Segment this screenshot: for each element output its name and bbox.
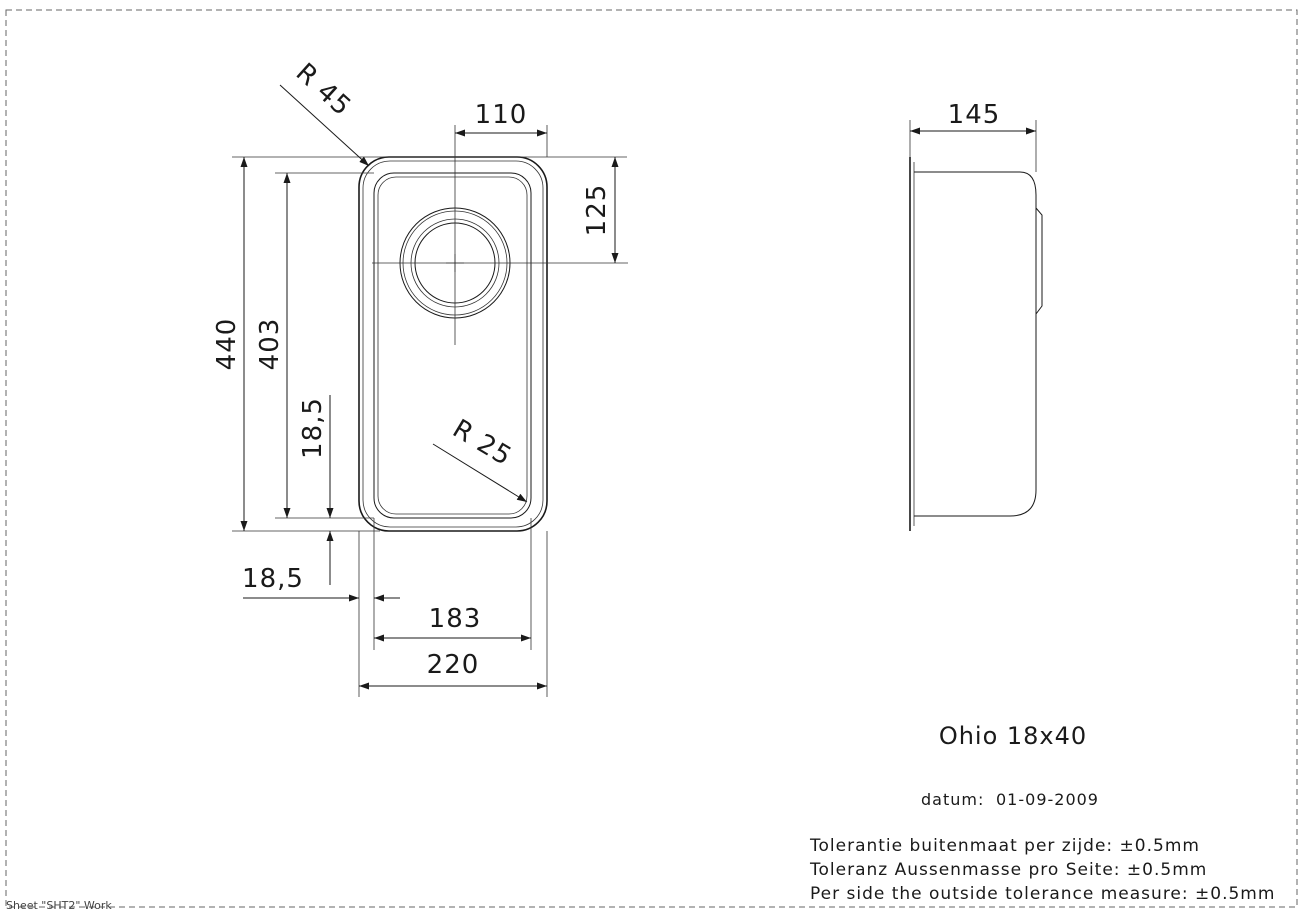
outer-bowl-outline [358, 156, 548, 532]
leader-r45 [279, 84, 370, 167]
product-title: Ohio 18x40 [939, 722, 1087, 750]
sheet-label: Sheet "SHT2" Work [6, 899, 112, 912]
dim-depth: 145 [948, 100, 1001, 130]
dim-drain-offset-y: 125 [582, 184, 612, 237]
dim-rim-bottom: 18,5 [298, 397, 328, 459]
date-label: datum: [921, 790, 984, 809]
dim-outer-length: 440 [212, 318, 242, 371]
top-view: 440 403 18,5 18,5 183 220 110 125 R 45 R… [212, 58, 628, 697]
dim-inner-radius: R 25 [447, 414, 517, 472]
dim-inner-width: 183 [429, 604, 482, 634]
tolerance-dutch: Tolerantie buitenmaat per zijde: ±0.5mm [809, 836, 1200, 856]
inner-bowl-outline [373, 172, 532, 519]
dim-inner-length: 403 [255, 318, 285, 371]
side-view: 145 [909, 100, 1043, 531]
inner-bowl-bottom [377, 176, 528, 515]
tolerance-english: Per side the outside tolerance measure: … [810, 884, 1275, 904]
outer-bowl-outline-inner [362, 160, 544, 528]
sheet-border [5, 9, 1298, 908]
date-value: 01-09-2009 [996, 790, 1099, 809]
tolerance-german: Toleranz Aussenmasse pro Seite: ±0.5mm [809, 860, 1207, 880]
dim-outer-radius: R 45 [290, 58, 357, 123]
dim-drain-offset-x: 110 [475, 100, 528, 130]
leader-r25 [432, 443, 528, 503]
dim-outer-width: 220 [427, 650, 480, 680]
dim-rim-side: 18,5 [242, 564, 304, 594]
